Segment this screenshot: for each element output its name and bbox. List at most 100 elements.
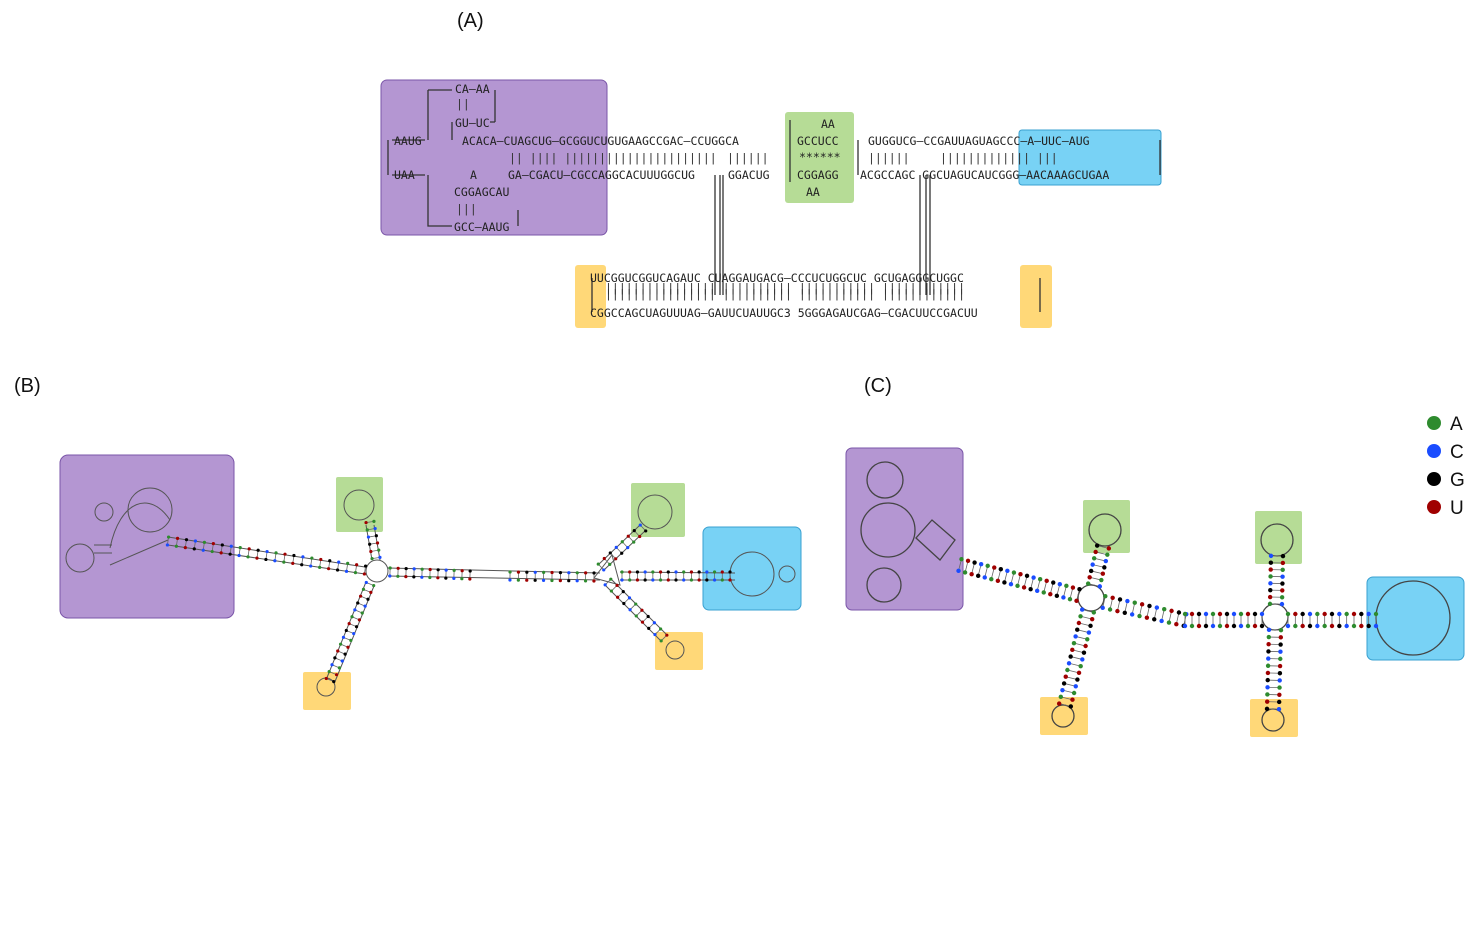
- c-stem-mid-right-nucleotide: [1238, 623, 1244, 629]
- c-stem-up-right-nucleotide: [1279, 601, 1285, 607]
- b-stem-left-nucleotide: [309, 564, 313, 568]
- b-stem-down-left-nucleotide: [352, 631, 356, 636]
- b-stem-center-right-nucleotide: [584, 571, 588, 575]
- c-stem-mid-right-nucleotide: [1182, 611, 1188, 617]
- b-stem-center-right-nucleotide: [592, 579, 596, 583]
- c-stem-down-left-nucleotide: [1078, 614, 1083, 619]
- b-stem-left-nucleotide: [346, 561, 350, 566]
- b-stem-down-right-nucleotide: [647, 626, 651, 630]
- panel-c-purple-region: [845, 447, 964, 611]
- b-stem-left-nucleotide: [344, 569, 349, 573]
- c-stem-right-nucleotide: [1300, 611, 1305, 617]
- c-stem-mid-right-nucleotide: [1231, 611, 1237, 617]
- c-stem-up-left-nucleotide: [1085, 581, 1091, 586]
- c-stem-left-nucleotide: [1005, 568, 1010, 574]
- c-stem-left-nucleotide: [1041, 590, 1046, 595]
- c-stem-down-right-nucleotide: [1264, 706, 1270, 712]
- panel-b-green-region-left: [336, 477, 383, 532]
- b-stem-right-nucleotide: [712, 578, 717, 582]
- b-stem-left-nucleotide: [166, 535, 171, 539]
- c-stem-up-left-nucleotide: [1093, 549, 1098, 555]
- c-stem-right-nucleotide: [1344, 623, 1349, 629]
- b-stem-down-left-nucleotide: [333, 656, 337, 660]
- b-stem-right-nucleotide: [658, 578, 663, 582]
- b-stem-left-nucleotide: [202, 540, 207, 544]
- b-stem-down-left-nucleotide: [349, 638, 353, 642]
- b-stem-up-left-nucleotide: [368, 542, 372, 546]
- c-stem-up-left-nucleotide: [1090, 562, 1095, 567]
- seq-ggacug: GGACUG: [728, 168, 770, 182]
- c-stem-left-nucleotide: [1024, 573, 1030, 579]
- c-stem-mid-right-nucleotide: [1210, 623, 1216, 629]
- c-stem-mid-left-nucleotide: [1117, 597, 1123, 602]
- c-stem-right-nucleotide: [1351, 623, 1357, 629]
- b-stem-center-right-nucleotide: [508, 578, 512, 582]
- seq-green-cggagg: CGGAGG: [797, 168, 839, 182]
- svg-text:|||: |||: [456, 202, 477, 216]
- b-stem-left-nucleotide: [282, 560, 286, 564]
- c-stem-up-left-nucleotide: [1106, 546, 1112, 551]
- c-stem-down-left-nucleotide: [1058, 694, 1064, 700]
- c-stem-down-right-nucleotide: [1277, 671, 1283, 676]
- b-stem-up-left-nucleotide: [374, 534, 378, 538]
- c-stem-right-nucleotide: [1373, 623, 1379, 629]
- b-stem-center-right-nucleotide: [558, 571, 563, 575]
- b-stem-center-right-nucleotide: [516, 570, 521, 574]
- b-stem-down-left-nucleotide: [341, 635, 346, 639]
- b-stem-left-nucleotide: [301, 555, 305, 559]
- c-stem-right-nucleotide: [1373, 611, 1379, 617]
- svg-text:||: ||: [456, 97, 470, 111]
- c-stem-mid-left-nucleotide: [1162, 607, 1167, 612]
- b-stem-down-right-nucleotide: [634, 602, 638, 606]
- c-stem-left-nucleotide: [985, 563, 990, 569]
- c-stem-left-nucleotide: [1074, 598, 1079, 604]
- c-stem-mid-right-nucleotide: [1203, 611, 1209, 617]
- b-stem-up-right-nucleotide: [638, 523, 642, 527]
- b-stem-center-right-nucleotide: [575, 571, 579, 575]
- c-stem-left-nucleotide: [962, 570, 968, 575]
- b-stem-right-nucleotide: [728, 578, 732, 582]
- c-stem-down-right-nucleotide: [1266, 656, 1271, 661]
- c-stem-right-nucleotide: [1285, 623, 1291, 629]
- b-stem-down-right-nucleotide: [615, 583, 619, 587]
- b-stem-center-right-nucleotide: [567, 571, 571, 575]
- c-stem-mid-left-nucleotide: [1152, 617, 1157, 622]
- c-stem-left-nucleotide: [998, 566, 1004, 572]
- b-stem-center-right-nucleotide: [541, 578, 546, 582]
- b-stem-left-nucleotide: [210, 549, 214, 554]
- c-stem-mid-right-nucleotide: [1182, 623, 1188, 629]
- b-stem-center-left-nucleotide: [412, 567, 416, 571]
- b-stem-left-nucleotide: [228, 552, 232, 556]
- b-stem-up-right-nucleotide: [602, 568, 606, 572]
- b-stem-up-right-nucleotide: [614, 557, 618, 561]
- b-stem-right-nucleotide: [705, 578, 709, 582]
- b-stem-down-left-nucleotide: [327, 670, 331, 674]
- b-stem-right-nucleotide: [651, 578, 655, 582]
- c-stem-right-nucleotide: [1366, 623, 1371, 629]
- seq-bottom-lower: CGGCCAGCUAGUUUAG—GAUUCUAUUGC3 5GGGAGAUCG…: [590, 306, 978, 320]
- c-stem-mid-left-nucleotide: [1159, 618, 1164, 624]
- svg-text:|||||||||||||||| ||||||||||: |||||||||||||||| |||||||||| ||||||||||| …: [605, 281, 965, 295]
- b-stem-right-nucleotide: [620, 570, 624, 574]
- b-stem-center-right-nucleotide: [583, 579, 588, 583]
- c-stem-left-nucleotide: [1061, 595, 1066, 600]
- panel-a-yellow-region-left: [575, 265, 606, 328]
- c-stem-down-left-nucleotide: [1089, 616, 1095, 622]
- c-stem-down-left-nucleotide: [1060, 687, 1065, 693]
- c-stem-right-nucleotide: [1285, 611, 1291, 617]
- svg-text:|||||||||||||||| ||||||||||: |||||||||||||||| |||||||||| ||||||||||| …: [605, 287, 965, 301]
- c-stem-down-left-nucleotide: [1080, 657, 1085, 662]
- c-stem-left-nucleotide: [972, 560, 977, 565]
- b-stem-center-right-nucleotide: [525, 578, 529, 582]
- c-stem-mid-right-nucleotide: [1196, 611, 1202, 617]
- c-stem-left-nucleotide: [1067, 596, 1073, 602]
- panel-c-yellow-region-right: [1250, 699, 1298, 737]
- b-stem-down-left-nucleotide: [366, 597, 370, 601]
- b-stem-down-right-nucleotide: [640, 608, 644, 612]
- c-stem-up-right-nucleotide: [1268, 560, 1274, 565]
- c-stem-down-right-nucleotide: [1265, 685, 1270, 690]
- c-stem-right-nucleotide: [1315, 623, 1320, 629]
- c-stem-right-nucleotide: [1315, 611, 1320, 617]
- c-stem-mid-left-nucleotide: [1169, 608, 1174, 614]
- c-stem-mid-left-nucleotide: [1129, 612, 1135, 617]
